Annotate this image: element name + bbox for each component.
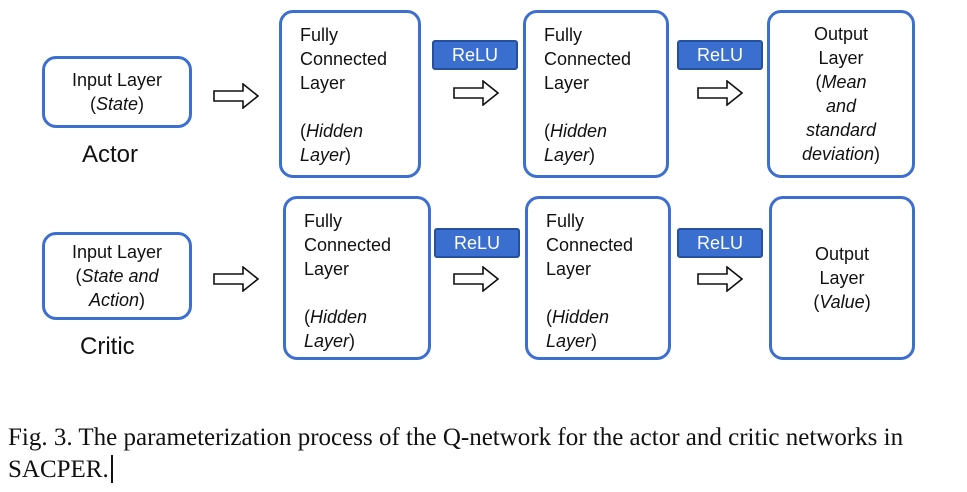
- actor-label: Actor: [82, 141, 139, 168]
- arrow-right-icon: [213, 266, 259, 292]
- arrow-right-icon: [453, 266, 499, 292]
- actor-output-layer-box: Output Layer (Mean and standard deviatio…: [767, 10, 915, 178]
- critic-relu1-label: ReLU: [434, 228, 520, 258]
- critic-input-layer-box: Input Layer (State and Action): [42, 232, 192, 320]
- actor-relu1-label: ReLU: [432, 40, 518, 70]
- text-cursor: [110, 455, 113, 483]
- critic-relu2-label: ReLU: [677, 228, 763, 258]
- actor-fc2-box: Fully Connected Layer (Hidden Layer): [523, 10, 669, 178]
- arrow-right-icon: [453, 80, 499, 106]
- critic-output-layer-box: Output Layer (Value): [769, 196, 915, 360]
- critic-label: Critic: [80, 333, 135, 360]
- actor-input-layer-sub: State: [95, 94, 139, 114]
- arrow-right-icon: [213, 83, 259, 109]
- critic-input-layer-title: Input Layer: [71, 242, 163, 262]
- arrow-right-icon: [697, 80, 743, 106]
- critic-fc1-box: Fully Connected Layer (Hidden Layer): [283, 196, 431, 360]
- actor-input-layer-title: Input Layer: [71, 70, 163, 90]
- critic-fc2-box: Fully Connected Layer (Hidden Layer): [525, 196, 671, 360]
- figure-caption: Fig. 3. The parameterization process of …: [8, 424, 904, 483]
- actor-fc1-box: Fully Connected Layer (Hidden Layer): [279, 10, 421, 178]
- actor-input-layer-box: Input Layer (State): [42, 56, 192, 128]
- arrow-right-icon: [697, 266, 743, 292]
- actor-relu2-label: ReLU: [677, 40, 763, 70]
